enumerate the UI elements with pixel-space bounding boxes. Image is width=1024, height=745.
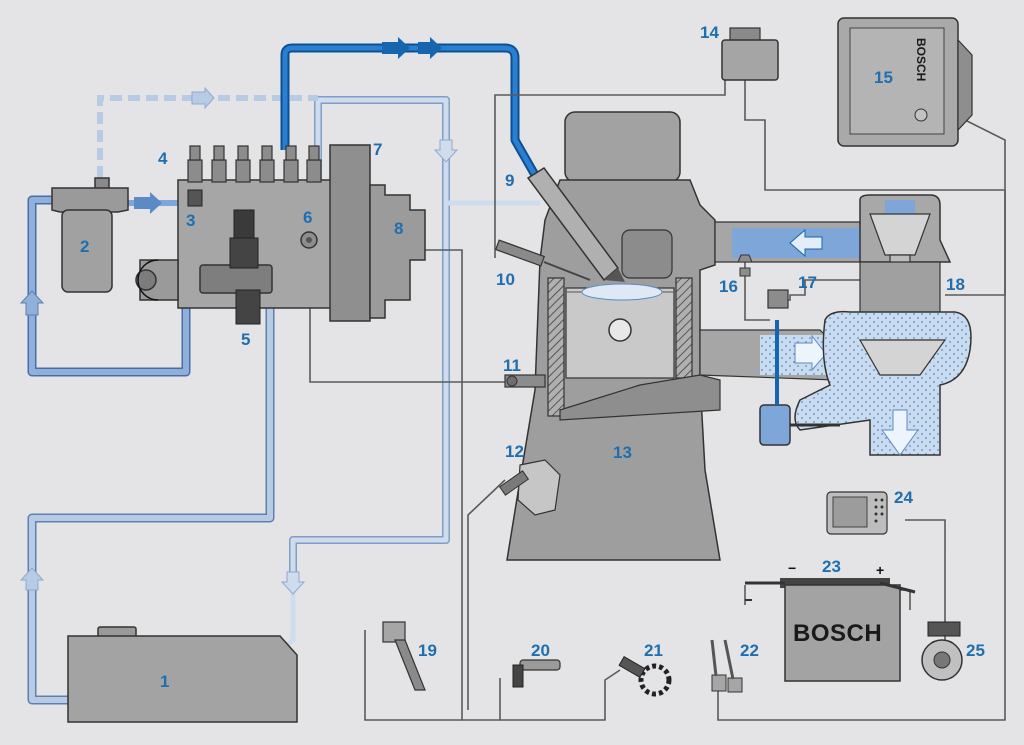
label-crankshaft-sensor: 12 (505, 442, 524, 461)
label-ecu: 15 (874, 68, 893, 87)
label-turbocharger: 18 (946, 275, 965, 294)
label-speed-sensor: 21 (644, 641, 663, 660)
label-display: 24 (894, 488, 913, 507)
boost-control-valve (767, 289, 789, 309)
flow-arrows (19, 37, 459, 595)
label-control-sleeve-sensor: 3 (186, 211, 196, 230)
exhaust-duct (699, 329, 836, 381)
label-brake-switches: 22 (740, 641, 759, 660)
glow-relay (721, 27, 779, 81)
high-pressure-line (280, 43, 539, 178)
electrical-wiring (309, 80, 1006, 721)
battery-plus: + (876, 562, 885, 578)
wastegate-actuator (759, 320, 840, 446)
injector (526, 166, 625, 282)
label-battery: 23 (822, 557, 841, 576)
label-fuel-filter: 2 (80, 237, 90, 256)
label-fuel-temp-sensor: 6 (303, 208, 313, 227)
label-solenoid-valve: 5 (241, 330, 251, 349)
accelerator-pedal-sensor (382, 621, 426, 691)
ecu-brand: BOSCH (914, 38, 928, 82)
label-boost-sensor: 16 (719, 277, 738, 296)
label-glow-switch: 25 (966, 641, 985, 660)
clutch-switch (512, 659, 561, 688)
injection-pump (135, 144, 426, 322)
label-engine: 13 (613, 443, 632, 462)
diagnosis-display (826, 491, 888, 535)
label-actuator: 7 (373, 140, 383, 159)
intake-duct (714, 221, 861, 263)
label-relay: 14 (700, 23, 719, 42)
label-pedal: 19 (418, 641, 437, 660)
engine-block (506, 111, 721, 561)
battery (745, 578, 916, 682)
glow-plug (494, 239, 591, 281)
label-boost-valve: 17 (798, 273, 817, 292)
battery-brand: BOSCH (793, 620, 883, 647)
label-cam-speed-sensor: 8 (394, 219, 404, 238)
boost-pressure-sensor (737, 254, 753, 277)
fuel-tank (67, 626, 298, 723)
label-clutch-switch: 20 (531, 641, 550, 660)
coolant-temperature-sensor (504, 374, 546, 388)
vehicle-speed-sensor (618, 655, 672, 697)
glow-start-switch (921, 621, 963, 681)
battery-minus: − (788, 560, 797, 576)
label-glow-plug: 10 (496, 270, 515, 289)
label-injector: 9 (505, 171, 515, 190)
label-fuel-tank: 1 (160, 672, 170, 691)
label-coolant-temp-sensor: 11 (503, 356, 521, 375)
turbocharger (794, 194, 972, 456)
solenoid-valve (199, 209, 273, 325)
label-injection-pump: 4 (158, 149, 168, 168)
crankshaft-speed-sensor (498, 459, 561, 516)
brake-switches (710, 639, 743, 693)
engine-control-unit (837, 17, 973, 147)
fuel-filter (51, 177, 129, 293)
